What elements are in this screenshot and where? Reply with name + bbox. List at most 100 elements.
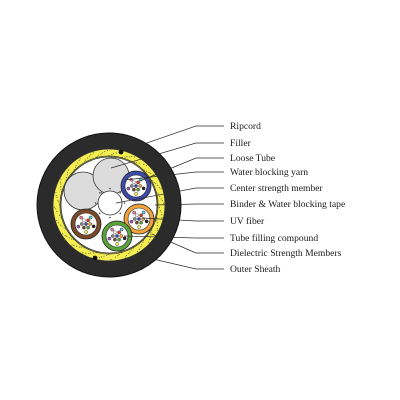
strength-yarn-dot bbox=[118, 253, 120, 256]
strength-yarn-dot bbox=[66, 176, 68, 179]
strength-yarn-dot bbox=[55, 195, 57, 197]
water-blocking-yarn-dot bbox=[119, 212, 122, 215]
uv-fiber bbox=[91, 224, 96, 229]
strength-yarn-dot bbox=[80, 246, 82, 248]
uv-fiber bbox=[132, 210, 137, 215]
strength-yarn-dot bbox=[71, 238, 73, 240]
strength-yarn-dot bbox=[107, 149, 109, 152]
strength-yarn-dot bbox=[161, 217, 163, 219]
uv-fiber bbox=[115, 234, 119, 238]
leader-filler bbox=[110, 142, 224, 169]
strength-yarn-dot bbox=[117, 255, 119, 257]
strength-yarn-dot bbox=[87, 157, 89, 159]
strength-yarn-dot bbox=[63, 227, 65, 229]
strength-yarn-dot bbox=[71, 244, 73, 246]
strength-yarn-dot bbox=[79, 158, 81, 160]
strength-yarn-dot bbox=[76, 162, 79, 164]
uv-fiber bbox=[88, 222, 92, 226]
water-blocking-yarn bbox=[94, 187, 126, 219]
strength-yarn-dot bbox=[161, 214, 163, 216]
strength-yarn-dot bbox=[160, 188, 162, 190]
strength-yarn-dot bbox=[60, 183, 62, 185]
uv-fiber bbox=[141, 186, 146, 191]
strength-yarn-dot bbox=[146, 170, 148, 172]
strength-yarn-dot bbox=[68, 237, 70, 239]
strength-yarn-dot bbox=[150, 172, 152, 174]
uv-fiber bbox=[136, 180, 140, 185]
uv-fiber bbox=[82, 225, 86, 230]
strength-yarn-dot bbox=[56, 196, 58, 199]
leader-dielectric-strength-members bbox=[151, 233, 224, 254]
strength-yarn-dot bbox=[115, 152, 117, 154]
uv-fiber bbox=[138, 184, 142, 188]
water-blocking-yarn-dot bbox=[119, 191, 122, 194]
strength-yarn-dot bbox=[92, 252, 94, 254]
strength-yarn-dot bbox=[159, 195, 161, 198]
strength-yarn-dot bbox=[56, 219, 58, 222]
uv-fiber bbox=[84, 230, 88, 234]
strength-yarn-dot bbox=[126, 156, 128, 158]
label-tube-filling-compound: Tube filling compound bbox=[230, 233, 318, 244]
water-blocking-yarn-dot bbox=[98, 212, 101, 215]
uv-fiber bbox=[76, 224, 81, 229]
strength-yarn-dot bbox=[128, 253, 130, 255]
uv-fiber bbox=[117, 237, 121, 242]
strength-yarn-dot bbox=[55, 208, 57, 210]
label-ripcord: Ripcord bbox=[230, 121, 261, 132]
strength-yarn-dot bbox=[57, 199, 59, 201]
uv-fiber bbox=[129, 184, 134, 188]
strength-yarn-dot bbox=[56, 210, 58, 213]
leader-binder-tape bbox=[154, 203, 224, 206]
strength-yarn-dot bbox=[73, 244, 75, 246]
strength-yarn-dot bbox=[156, 229, 158, 231]
strength-yarn-dot bbox=[150, 232, 152, 234]
strength-yarn-dot bbox=[155, 182, 157, 184]
strength-yarn-dot bbox=[142, 241, 144, 243]
strength-yarn-dot bbox=[150, 234, 152, 236]
strength-yarn-dot bbox=[156, 227, 158, 229]
strength-yarn-dot bbox=[160, 198, 162, 200]
strength-yarn-dot bbox=[66, 174, 68, 176]
strength-yarn-dot bbox=[162, 202, 165, 204]
uv-fiber bbox=[126, 186, 131, 191]
uv-fiber bbox=[119, 234, 123, 238]
loose-tube-green bbox=[101, 220, 133, 252]
loose-tube-blue bbox=[120, 170, 152, 202]
uv-fiber bbox=[136, 187, 140, 192]
strength-yarn-dot bbox=[135, 161, 137, 164]
uv-fiber bbox=[107, 236, 112, 241]
strength-yarn-dot bbox=[145, 164, 147, 166]
strength-yarn-dot bbox=[58, 201, 60, 203]
strength-yarn-dot bbox=[76, 245, 78, 247]
uv-fiber bbox=[141, 210, 146, 215]
strength-yarn-dot bbox=[124, 156, 126, 158]
uv-fiber bbox=[137, 225, 141, 229]
uv-fiber bbox=[110, 227, 115, 232]
strength-yarn-dot bbox=[159, 187, 161, 189]
strength-yarn-dot bbox=[78, 246, 80, 248]
strength-yarn-dot bbox=[58, 222, 60, 224]
uv-fiber bbox=[134, 192, 138, 196]
uv-fiber bbox=[79, 215, 84, 220]
strength-yarn-dot bbox=[143, 163, 145, 165]
strength-yarn-dot bbox=[149, 238, 151, 241]
uv-fiber bbox=[80, 222, 84, 226]
strength-yarn-dot bbox=[60, 181, 62, 183]
uv-fiber bbox=[88, 215, 93, 220]
label-uv-fiber: UV fiber bbox=[230, 216, 265, 227]
label-outer-sheath: Outer Sheath bbox=[230, 264, 281, 275]
strength-yarn-dot bbox=[101, 152, 103, 154]
leader-water-blocking-yarn bbox=[124, 171, 224, 181]
strength-yarn-dot bbox=[85, 252, 87, 254]
strength-yarn-dot bbox=[88, 252, 90, 254]
loose-tube-orange bbox=[123, 203, 155, 235]
uv-fiber bbox=[111, 234, 115, 238]
uv-fiber bbox=[84, 222, 88, 226]
uv-fiber bbox=[82, 218, 86, 223]
strength-yarn-dot bbox=[141, 244, 143, 246]
leader-tube-filling-compound bbox=[123, 235, 224, 239]
strength-yarn-dot bbox=[157, 193, 159, 195]
uv-fiber bbox=[86, 218, 90, 223]
strength-yarn-dot bbox=[159, 209, 161, 211]
